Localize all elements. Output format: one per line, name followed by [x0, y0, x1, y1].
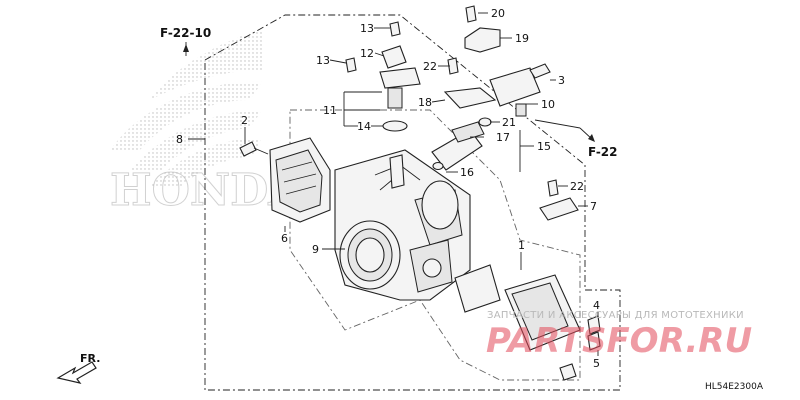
part-7-bracket[interactable] — [539, 197, 579, 221]
part-22-bolt-lower[interactable] — [547, 179, 559, 197]
part-19-clamp[interactable] — [464, 27, 501, 53]
ref-f-22-10[interactable]: F-22-10 — [160, 26, 211, 40]
part-5-screw[interactable] — [559, 331, 601, 381]
callout-17[interactable]: 17 — [496, 131, 510, 144]
callout-7[interactable]: 7 — [590, 200, 597, 213]
callout-2[interactable]: 2 — [241, 114, 248, 127]
callout-11[interactable]: 11 — [323, 104, 337, 117]
diagram-code: HL54E2300A — [705, 382, 764, 392]
part-20-bolt[interactable] — [465, 5, 477, 23]
front-direction-arrow: FR. — [56, 352, 100, 384]
callout-8[interactable]: 8 — [176, 133, 183, 146]
callout-1[interactable]: 1 — [518, 239, 525, 252]
callout-19[interactable]: 19 — [515, 32, 529, 45]
part-16-o-ring[interactable] — [432, 161, 444, 171]
part-21-o-ring[interactable] — [478, 117, 492, 127]
callout-3[interactable]: 3 — [558, 74, 565, 87]
callout-20[interactable]: 20 — [491, 7, 505, 20]
callout-22-upper[interactable]: 22 — [423, 60, 437, 73]
callout-16[interactable]: 16 — [460, 166, 474, 179]
callout-6[interactable]: 6 — [281, 232, 288, 245]
subassembly-boundary — [289, 109, 581, 381]
callout-12[interactable]: 12 — [360, 47, 374, 60]
callout-21[interactable]: 21 — [502, 116, 516, 129]
callout-5[interactable]: 5 — [593, 357, 600, 370]
callout-22-lower[interactable]: 22 — [570, 180, 584, 193]
fr-label: FR. — [80, 352, 100, 365]
part-22-bolt-upper[interactable] — [447, 57, 459, 75]
callout-13-upper[interactable]: 13 — [360, 22, 374, 35]
assembly-boundary — [204, 14, 621, 391]
callout-18[interactable]: 18 — [418, 96, 432, 109]
watermark-site: PARTSFOR.RU — [486, 321, 752, 361]
part-14-o-ring[interactable] — [382, 120, 408, 132]
part-2-bolt[interactable] — [239, 141, 269, 157]
callout-14[interactable]: 14 — [357, 120, 371, 133]
part-1-sensor-unit[interactable] — [454, 264, 581, 351]
callout-4[interactable]: 4 — [593, 299, 600, 312]
callouts: 1 2 3 4 5 6 7 8 9 10 11 12 13 13 14 15 1… — [176, 7, 600, 370]
leader-lines — [188, 12, 599, 356]
part-18-bracket[interactable] — [443, 87, 497, 109]
callout-13-lower[interactable]: 13 — [316, 54, 330, 67]
callout-15[interactable]: 15 — [537, 140, 551, 153]
part-12-connector[interactable] — [381, 45, 407, 69]
callout-9[interactable]: 9 — [312, 243, 319, 256]
part-4-screw[interactable] — [587, 315, 601, 335]
part-13-screws[interactable] — [345, 21, 401, 73]
ref-f-22[interactable]: F-22 — [588, 145, 618, 159]
callout-10[interactable]: 10 — [541, 98, 555, 111]
part-3-bolt[interactable] — [529, 63, 551, 79]
part-9-throttle-body[interactable] — [334, 149, 471, 301]
part-6-cover[interactable] — [269, 137, 331, 223]
watermark-tagline: ЗАПЧАСТИ И АКСЕССУАРЫ ДЛЯ МОТОТЕХНИКИ — [487, 310, 744, 321]
watermark: ЗАПЧАСТИ И АКСЕССУАРЫ ДЛЯ МОТОТЕХНИКИ PA… — [486, 310, 752, 361]
part-11-injector[interactable] — [379, 67, 421, 109]
part-10-injector[interactable] — [489, 67, 541, 117]
